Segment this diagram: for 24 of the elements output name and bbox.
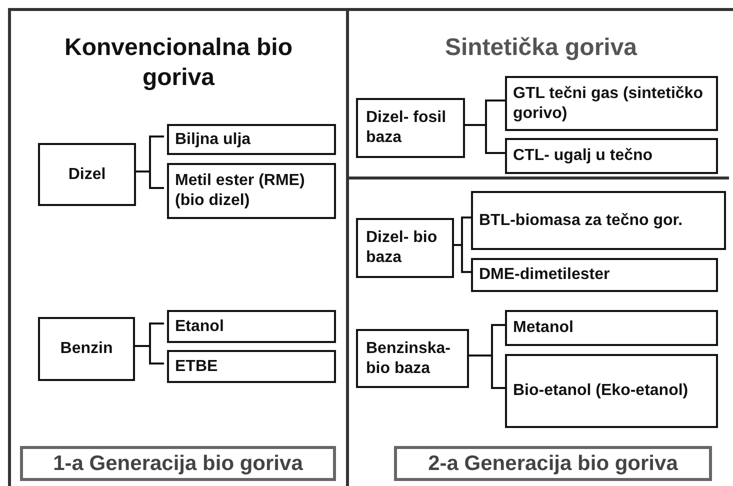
fuel-box: GTL tečni gas (sintetičko gorivo) xyxy=(505,76,718,131)
fuel-box: Biljna ulja xyxy=(167,124,336,155)
fuel-box: CTL- ugalj u tečno xyxy=(505,138,718,174)
panel xyxy=(8,8,349,486)
fuel-box: DME-dimetilester xyxy=(471,258,718,292)
connector-line xyxy=(454,244,471,273)
connector-line xyxy=(469,354,505,389)
generation-label: 1-a Generacija bio goriva xyxy=(20,446,336,481)
category-box: Benzinska- bio baza xyxy=(356,329,469,388)
connector-line xyxy=(465,124,505,154)
fuel-box: BTL-biomasa za tečno gor. xyxy=(471,191,726,250)
fuel-box: Metanol xyxy=(505,310,718,346)
generation-label: 2-a Generacija bio goriva xyxy=(394,446,712,481)
category-box: Dizel- fosil baza xyxy=(356,98,465,158)
fuel-box: ETBE xyxy=(167,350,336,383)
category-box: Dizel xyxy=(38,143,136,206)
connector-line xyxy=(133,170,164,189)
fuel-box: Etanol xyxy=(167,310,336,343)
panel-heading: Sintetička goriva xyxy=(444,33,638,63)
fuel-box: Metil ester (RME) (bio dizel) xyxy=(167,163,336,219)
fuel-box: Bio-etanol (Eko-etanol) xyxy=(505,354,718,428)
panel-heading: Konvencionalna bio goriva xyxy=(63,33,294,93)
category-box: Benzin xyxy=(38,317,135,381)
category-box: Dizel- bio baza xyxy=(356,218,454,278)
